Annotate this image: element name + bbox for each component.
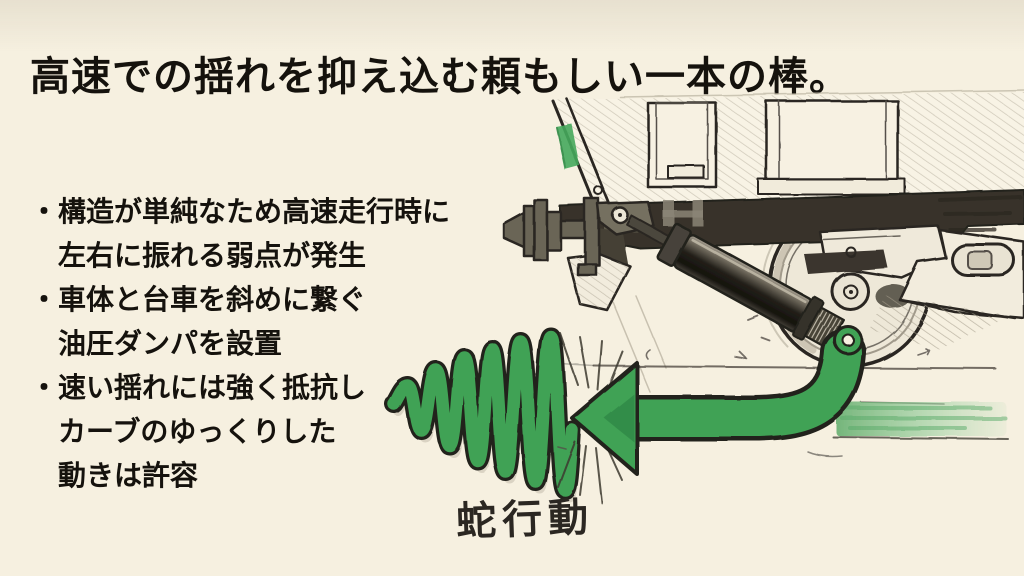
bolt-icon xyxy=(594,186,604,196)
wheel-sketch xyxy=(762,198,938,374)
bullet-line: ・構造が単純なため高速走行時に xyxy=(30,196,451,227)
motion-streaks xyxy=(836,402,1007,436)
slide-title: 高速での揺れを抑え込む頼もしい一本の棒。 xyxy=(30,55,850,99)
bullet-line: カーブのゆっくりした xyxy=(58,416,337,447)
bullet-line: 左右に振れる弱点が発生 xyxy=(58,240,367,271)
underframe-sketch xyxy=(559,189,1024,249)
impact-lines xyxy=(557,332,624,504)
bullet-line: ・車体と台車を斜めに繋ぐ xyxy=(30,284,367,315)
yaw-damper-sketch xyxy=(596,200,855,359)
bogie-frame-sketch xyxy=(804,224,1024,350)
rail-lines xyxy=(559,363,1009,458)
bullet-list: ・構造が単純なため高速走行時に 左右に振れる弱点が発生 ・車体と台車を斜めに繋ぐ… xyxy=(30,190,450,498)
pilot-skirt-sketch xyxy=(566,228,632,312)
wave-caption: 蛇行動 xyxy=(455,494,595,545)
damper-eyelet xyxy=(833,325,863,355)
car-body-sketch xyxy=(551,89,1024,393)
green-stripe xyxy=(556,124,580,170)
direction-arrow xyxy=(570,325,866,476)
pencil-marks xyxy=(557,348,931,450)
bullet-line: ・速い揺れには強く抵抗し xyxy=(30,372,367,403)
door-opening xyxy=(648,103,716,187)
bullet-line: 油圧ダンパを設置 xyxy=(58,328,283,359)
window-opening xyxy=(766,101,898,179)
coupler-sketch xyxy=(502,197,601,277)
bullet-line: 動きは許容 xyxy=(58,460,199,491)
